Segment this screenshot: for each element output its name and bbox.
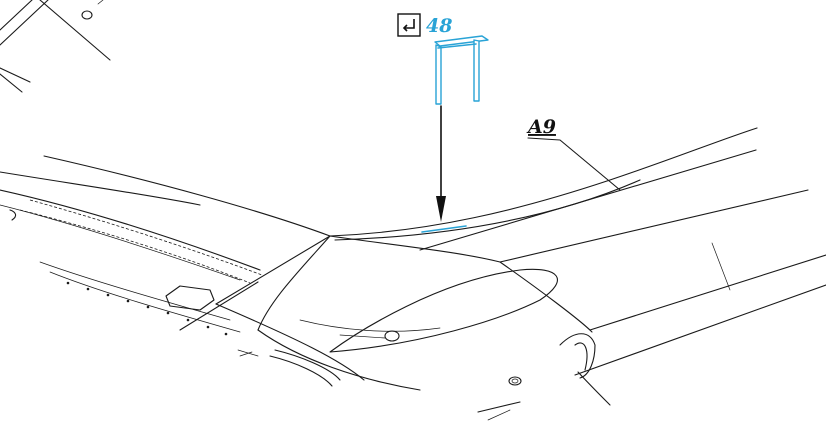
- part-48: [434, 35, 489, 105]
- callout-a9: A9: [526, 116, 556, 138]
- placement-arrow: [436, 105, 446, 222]
- wing-skin: [0, 127, 826, 391]
- part-a9-label: A9: [526, 116, 556, 138]
- part-48-label: 48: [426, 15, 452, 37]
- gear-bay-detail: [237, 333, 611, 421]
- access-panel: [165, 285, 215, 311]
- teardrop-fairing: [299, 268, 558, 353]
- a9-leader-line: [527, 137, 621, 191]
- upper-left-fragment: [0, 0, 111, 93]
- flip-arrow-icon: [397, 13, 421, 37]
- placement-mark: [421, 225, 467, 233]
- rivet-row: [66, 281, 228, 336]
- callout-part-48: 48: [397, 13, 452, 37]
